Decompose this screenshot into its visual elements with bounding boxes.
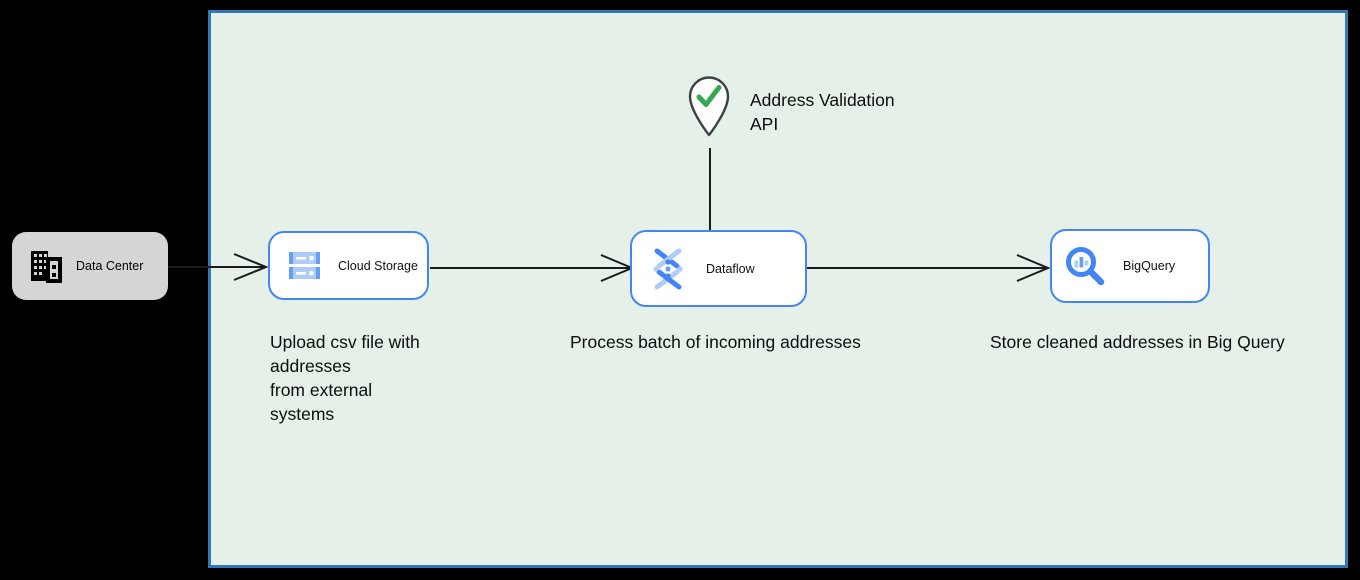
building-icon	[31, 251, 62, 283]
bigquery-icon	[1066, 247, 1105, 286]
caption-upload-csv: Upload csv file with addresses from exte…	[270, 330, 420, 426]
map-pin-check-icon	[688, 76, 730, 137]
check-icon	[696, 85, 722, 107]
node-dataflow: Dataflow	[630, 230, 807, 307]
caption-line: Upload csv file with	[270, 332, 420, 352]
caption-line: addresses	[270, 356, 351, 376]
annotation-label: Address Validation API	[750, 89, 895, 136]
caption-process-batch: Process batch of incoming addresses	[570, 332, 861, 352]
caption-line: systems	[270, 404, 335, 424]
annotation-line-1: Address Validation	[750, 90, 895, 110]
node-bigquery: BigQuery	[1050, 229, 1210, 303]
annotation-line-2: API	[750, 113, 779, 134]
dataflow-icon	[653, 248, 683, 289]
node-label: BigQuery	[1123, 259, 1176, 273]
caption-store-bigquery: Store cleaned addresses in Big Query	[990, 332, 1285, 352]
caption-line: from external	[270, 380, 373, 400]
node-data-center: Data Center	[12, 232, 168, 300]
node-label: Cloud Storage	[338, 258, 418, 273]
node-label: Data Center	[76, 259, 144, 273]
address-validation-pin	[686, 76, 732, 138]
cloud-storage-icon	[289, 252, 320, 279]
node-label: Dataflow	[706, 261, 755, 276]
node-cloud-storage: Cloud Storage	[268, 231, 429, 300]
